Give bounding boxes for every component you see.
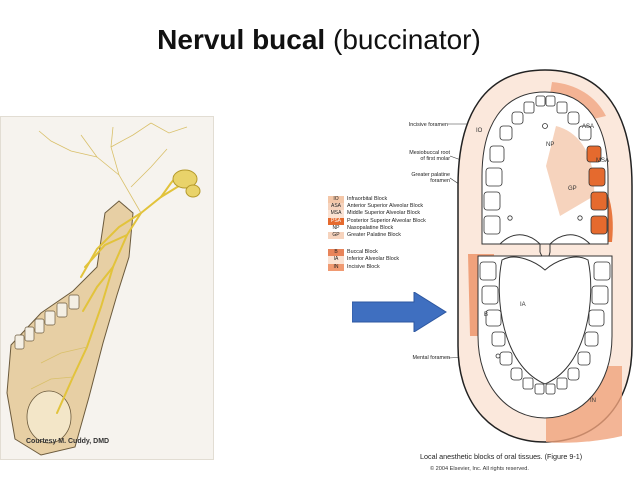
legend-label: Greater Palatine Block: [347, 231, 401, 238]
legend-label: Nasopalatine Block: [347, 224, 394, 231]
legend-label: Buccal Block: [347, 249, 378, 256]
legend-code: IO: [328, 196, 344, 204]
label-b: B: [484, 312, 489, 318]
legend-label: Posterior Superior Alveolar Block: [347, 217, 426, 224]
callout-mental-foramen: Mental foramen: [412, 355, 450, 361]
legend-code: IA: [328, 256, 344, 264]
legend-label: Inferior Alveolar Block: [347, 256, 400, 263]
legend-code: PSA: [328, 217, 344, 225]
title-paren: (buccinator): [333, 24, 481, 55]
label-gp: GP: [568, 186, 577, 192]
legend-code: IN: [328, 263, 344, 271]
label-io: IO: [476, 128, 483, 134]
courtesy-credit: Courtesy M. Cuddy, DMD: [26, 438, 110, 445]
arrow-right-icon: [352, 292, 447, 332]
legend-code: NP: [328, 224, 344, 232]
label-ia: IA: [520, 302, 526, 308]
label-msa: MSA: [596, 158, 610, 164]
callout-greater-palatine: Greater palatine foramen: [411, 172, 450, 184]
legend-label: Incisive Block: [347, 263, 380, 270]
label-in: IN: [590, 398, 596, 404]
slide-title: Nervul bucal (buccinator): [0, 24, 638, 56]
copyright-notice: © 2004 Elsevier, Inc. All rights reserve…: [430, 466, 529, 472]
legend-code: B: [328, 249, 344, 257]
callout-incisive-foramen: Incisive foramen: [408, 122, 448, 128]
figure-caption: Local anesthetic blocks of oral tissues.…: [420, 452, 583, 461]
legend-code: ASA: [328, 203, 344, 211]
mandible-nerve-drawing: [6, 122, 201, 456]
label-np: NP: [546, 142, 555, 148]
title-bold: Nervul bucal: [157, 24, 326, 55]
legend-label: Middle Superior Alveolar Block: [347, 210, 421, 217]
legend-code: MSA: [328, 210, 344, 218]
nerve-illustration: [0, 116, 214, 460]
oral-cavity-diagram: [457, 69, 633, 443]
legend-label: Anterior Superior Alveolar Block: [347, 203, 424, 210]
callout-mesiobuccal-root: Mesiobuccal root of first molar: [409, 150, 450, 162]
legend-label: Infraorbital Block: [347, 196, 388, 202]
label-asa: ASA: [582, 124, 595, 130]
legend-code: GP: [328, 231, 344, 240]
